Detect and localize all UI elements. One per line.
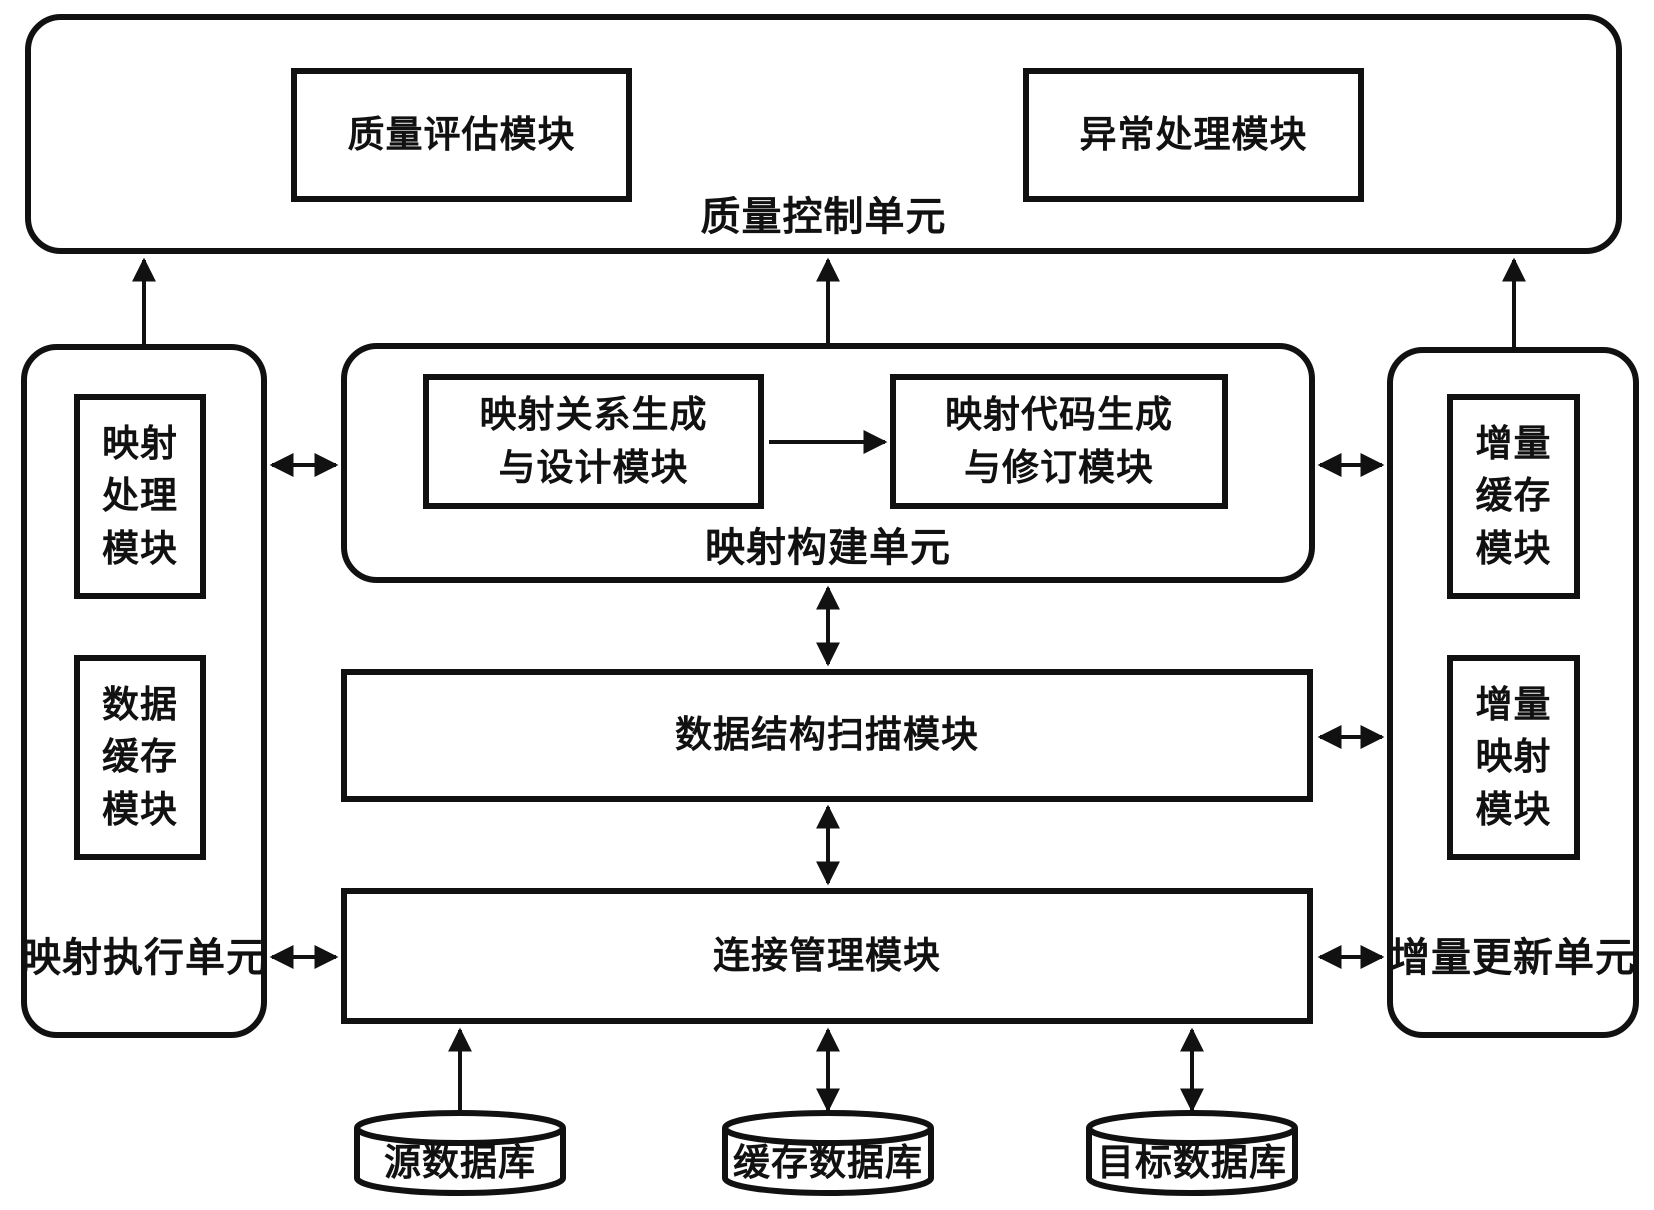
module-structure-scan-label: 数据结构扫描模块 bbox=[675, 714, 979, 756]
unit-mapping-execution-label: 映射执行单元 bbox=[21, 936, 267, 980]
module-data-cache: 数据 缓存 模块 bbox=[74, 655, 206, 860]
unit-quality-control-label: 质量控制单元 bbox=[700, 195, 947, 239]
module-exception-handling: 异常处理模块 bbox=[1023, 68, 1364, 202]
cache-database-label: 缓存数据库 bbox=[733, 1142, 923, 1183]
unit-quality-control: 质量评估模块 异常处理模块 质量控制单元 bbox=[25, 14, 1622, 254]
module-quality-assessment-label: 质量评估模块 bbox=[347, 113, 576, 155]
unit-incremental-update: 增量 缓存 模块 增量 映射 模块 增量更新单元 bbox=[1387, 347, 1639, 1038]
module-mapping-processing: 映射 处理 模块 bbox=[74, 394, 206, 599]
module-incremental-mapping: 增量 映射 模块 bbox=[1447, 655, 1580, 860]
unit-mapping-construction-label: 映射构建单元 bbox=[705, 526, 951, 570]
target-database-label: 目标数据库 bbox=[1097, 1142, 1287, 1183]
module-connection-management-label: 连接管理模块 bbox=[713, 934, 941, 976]
module-quality-assessment: 质量评估模块 bbox=[291, 68, 632, 202]
module-exception-handling-label: 异常处理模块 bbox=[1079, 113, 1308, 155]
module-code-generation: 映射代码生成 与修订模块 bbox=[890, 374, 1228, 509]
module-connection-management: 连接管理模块 bbox=[341, 888, 1313, 1024]
module-incremental-cache: 增量 缓存 模块 bbox=[1447, 394, 1580, 599]
unit-mapping-execution: 映射 处理 模块 数据 缓存 模块 映射执行单元 bbox=[21, 344, 267, 1038]
source-database-label: 源数据库 bbox=[384, 1142, 536, 1183]
unit-mapping-construction: 映射关系生成 与设计模块 映射代码生成 与修订模块 映射构建单元 bbox=[341, 343, 1315, 583]
module-relation-generation: 映射关系生成 与设计模块 bbox=[423, 374, 764, 509]
unit-incremental-update-label: 增量更新单元 bbox=[1390, 936, 1636, 980]
module-structure-scan: 数据结构扫描模块 bbox=[341, 669, 1313, 802]
